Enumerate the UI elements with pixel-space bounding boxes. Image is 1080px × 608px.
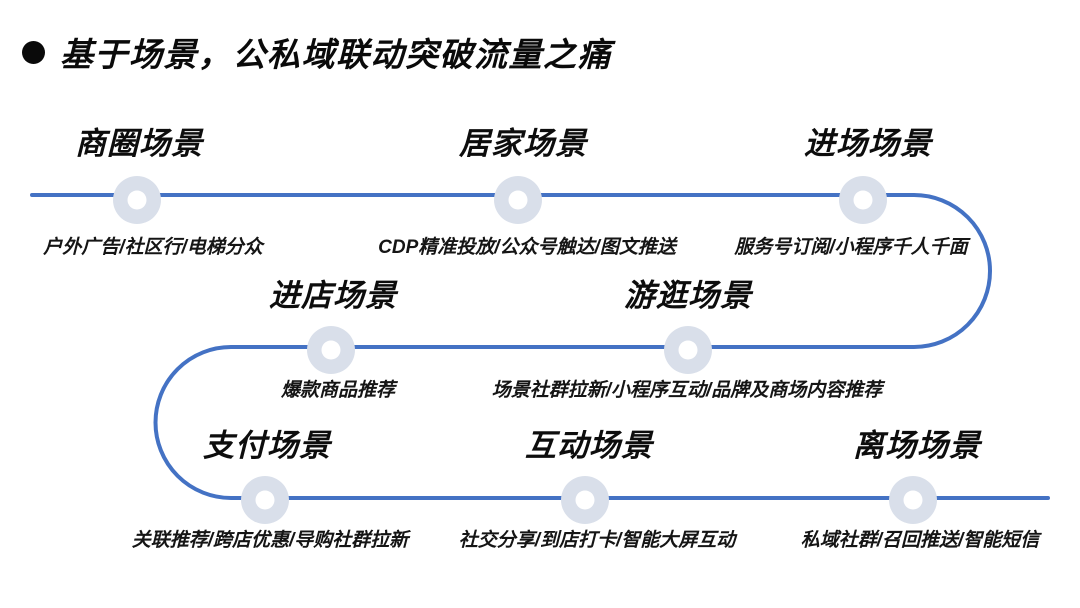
- bullet-icon: [22, 40, 45, 64]
- stage-title-2: 居家场景: [459, 126, 587, 161]
- journey-node-hole-4: [321, 340, 341, 360]
- stage-detail-4: 爆款商品推荐: [280, 380, 396, 401]
- journey-node-hole-1: [127, 190, 147, 210]
- stage-title-1: 商圈场景: [75, 126, 203, 161]
- stage-detail-1: 户外广告/社区行/电梯分众: [43, 237, 263, 258]
- page-title: 基于场景，公私域联动突破流量之痛: [60, 36, 612, 73]
- stage-detail-3: 服务号订阅/小程序千人千面: [734, 237, 968, 258]
- journey-node-layer: [113, 176, 937, 524]
- slide-title-row: 基于场景，公私域联动突破流量之痛: [22, 28, 612, 76]
- stage-title-3: 进场场景: [804, 126, 932, 161]
- stage-detail-8: 私域社群/召回推送/智能短信: [800, 530, 1040, 551]
- stage-detail-6: 关联推荐/跨店优惠/导购社群拉新: [131, 530, 409, 551]
- stage-title-7: 互动场景: [525, 428, 653, 463]
- journey-snake-line: [30, 193, 1050, 500]
- journey-node-hole-6: [255, 490, 275, 510]
- stage-title-8: 离场场景: [853, 428, 981, 463]
- stage-detail-7: 社交分享/到店打卡/智能大屏互动: [458, 530, 736, 551]
- stage-title-4: 进店场景: [269, 278, 397, 313]
- stage-title-5: 游逛场景: [624, 278, 752, 313]
- journey-node-hole-2: [508, 190, 528, 210]
- journey-node-hole-7: [575, 490, 595, 510]
- stage-detail-2: CDP精准投放/公众号触达/图文推送: [378, 237, 676, 258]
- stage-title-6: 支付场景: [203, 428, 331, 463]
- journey-node-hole-5: [678, 340, 698, 360]
- stage-detail-5: 场景社群拉新/小程序互动/品牌及商场内容推荐: [491, 380, 883, 401]
- journey-node-hole-3: [853, 190, 873, 210]
- journey-node-hole-8: [903, 490, 923, 510]
